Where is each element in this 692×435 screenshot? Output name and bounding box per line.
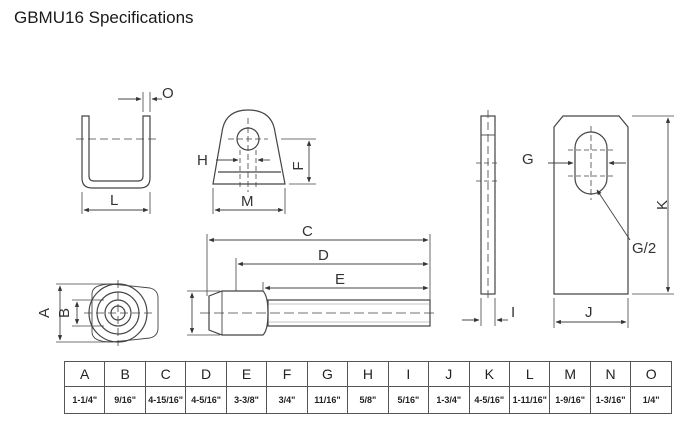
dim-e-label: E xyxy=(335,271,345,288)
header-cell-i: I xyxy=(387,361,430,387)
slotted-plate-view xyxy=(548,115,674,328)
header-cell-j: J xyxy=(428,361,470,387)
header-cell-h: H xyxy=(347,361,389,387)
header-cell-o: O xyxy=(630,361,672,387)
header-cell-d: D xyxy=(185,361,227,387)
dim-g2-label: G/2 xyxy=(632,240,656,257)
dim-o-label: O xyxy=(162,85,174,102)
value-cell-h: 5/8" xyxy=(347,386,389,414)
specification-table: A B C D E F G H I J K L M N O 1-1/4" 9/1… xyxy=(63,361,672,414)
value-cell-c: 4-15/16" xyxy=(144,386,187,414)
header-cell-g: G xyxy=(306,361,349,387)
value-cell-m: 1-9/16" xyxy=(549,386,591,414)
value-cell-b: 9/16" xyxy=(104,386,146,414)
dim-b-label: B xyxy=(56,308,73,318)
value-cell-a: 1-1/4" xyxy=(63,386,106,414)
bracket-side-view xyxy=(212,109,316,214)
value-cell-l: 1-11/16" xyxy=(508,386,551,414)
value-cell-d: 4-5/16" xyxy=(185,386,227,414)
dim-f-label: F xyxy=(290,161,307,170)
value-cell-i: 5/16" xyxy=(387,386,430,414)
rod-end-view xyxy=(187,234,436,336)
value-cell-o: 1/4" xyxy=(630,386,672,414)
value-cell-g: 11/16" xyxy=(306,386,349,414)
header-cell-a: A xyxy=(63,361,106,387)
value-cell-n: 1-3/16" xyxy=(589,386,632,414)
dim-l-label: L xyxy=(110,192,118,209)
header-cell-l: L xyxy=(508,361,551,387)
header-cell-e: E xyxy=(225,361,268,387)
table-value-row: 1-1/4" 9/16" 4-15/16" 4-5/16" 3-3/8" 3/4… xyxy=(63,386,672,414)
dim-i-label: I xyxy=(511,304,515,321)
value-cell-k: 4-5/16" xyxy=(468,386,510,414)
dim-d-label: D xyxy=(318,247,329,264)
specification-drawing: O L H F M A B xyxy=(36,85,674,346)
dim-j-label: J xyxy=(585,304,593,321)
header-cell-k: K xyxy=(468,361,510,387)
value-cell-e: 3-3/8" xyxy=(225,386,268,414)
dim-k-label: K xyxy=(654,200,671,210)
end-view xyxy=(56,280,159,346)
dim-a-label: A xyxy=(36,308,53,318)
table-header-row: A B C D E F G H I J K L M N O xyxy=(63,361,672,387)
dim-m-label: M xyxy=(241,193,254,210)
header-cell-n: N xyxy=(589,361,632,387)
header-cell-c: C xyxy=(144,361,187,387)
dim-h-label: H xyxy=(197,152,208,169)
bracket-front-view xyxy=(76,92,162,214)
header-cell-f: F xyxy=(266,361,308,387)
page-title: GBMU16 Specifications xyxy=(14,8,194,27)
dim-g-label: G xyxy=(522,151,534,168)
header-cell-m: M xyxy=(549,361,591,387)
value-cell-f: 3/4" xyxy=(266,386,308,414)
dim-c-label: C xyxy=(302,223,313,240)
header-cell-b: B xyxy=(104,361,146,387)
value-cell-j: 1-3/4" xyxy=(428,386,470,414)
plate-edge-view xyxy=(462,110,508,326)
